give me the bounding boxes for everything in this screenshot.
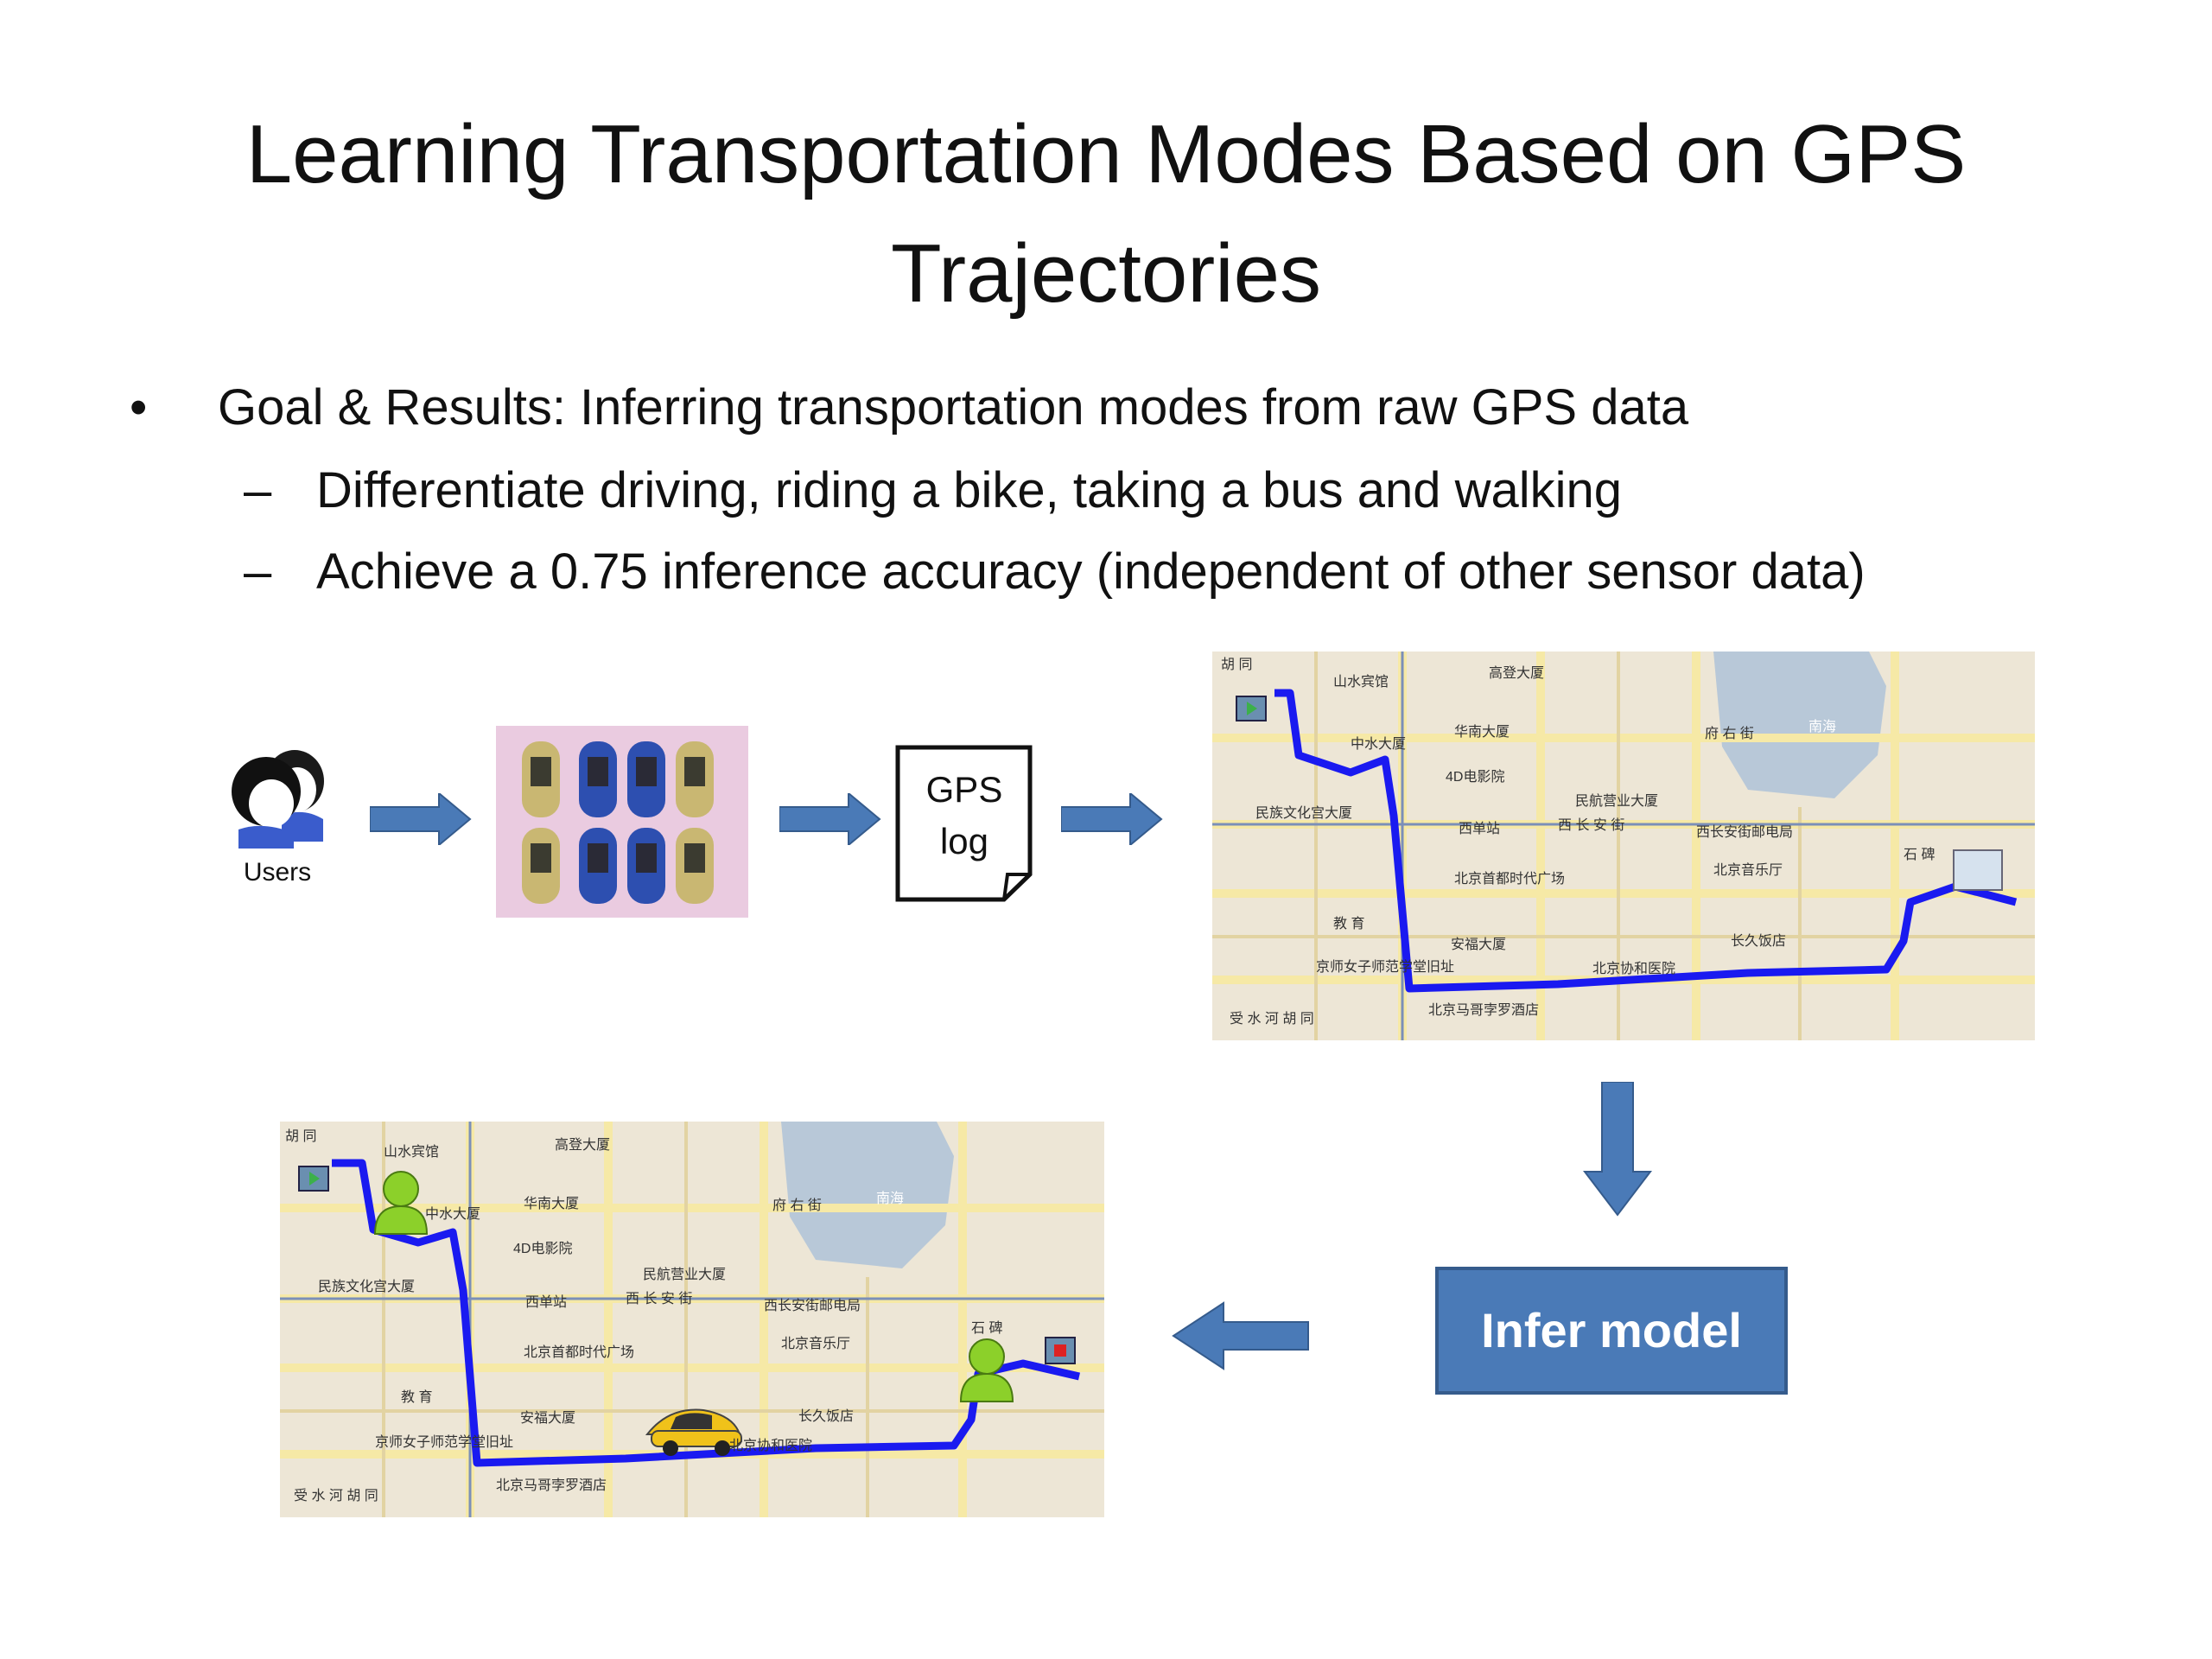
title-line-2: Trajectories: [891, 227, 1321, 320]
map-label-5: 4D电影院: [1446, 769, 1504, 785]
map2-label-17: 北京协和医院: [729, 1438, 812, 1453]
map2-label-12: 北京首都时代广场: [524, 1344, 634, 1360]
map2-label-2: 高登大厦: [555, 1137, 610, 1153]
map2-label-23: 南海: [876, 1191, 904, 1206]
map2-label-15: 长久饭店: [798, 1408, 854, 1424]
arrow-left: [1172, 1301, 1309, 1370]
map-inferred-modes: 山水宾馆 高登大厦 华南大厦 中水大厦 4D电影院 民航营业大厦 民族文化宫大厦…: [280, 1122, 1104, 1517]
map2-label-16: 京师女子师范学堂旧址: [375, 1433, 513, 1450]
users-label: Users: [243, 858, 312, 887]
map2-label-9: 西 长 安 街: [626, 1291, 692, 1306]
map2-label-5: 4D电影院: [513, 1241, 572, 1256]
infer-model-box: Infer model: [1435, 1267, 1788, 1395]
map-label-20: 胡 同: [1221, 657, 1252, 672]
map-label-19: 受 水 河 胡 同: [1230, 1011, 1314, 1027]
sub-bullet-dash-1: –: [244, 462, 272, 518]
map-label-6: 民航营业大厦: [1575, 793, 1658, 809]
map-raw-trajectory: 山水宾馆 高登大厦 华南大厦 中水大厦 4D电影院 民航营业大厦 民族文化宫大厦…: [1212, 652, 2035, 1040]
bullet-dot: •: [130, 379, 148, 435]
map-label-15: 长久饭店: [1731, 933, 1786, 949]
gps-log-line-2: log: [939, 821, 989, 861]
map2-label-11: 北京音乐厅: [781, 1336, 850, 1351]
map2-label-3: 华南大厦: [524, 1196, 579, 1211]
map-label-8: 西单站: [1459, 821, 1500, 836]
map2-label-4: 中水大厦: [425, 1206, 480, 1222]
walk-person-icon-2: [959, 1338, 1014, 1402]
gps-devices-image: [496, 726, 748, 918]
map2-label-10: 西长安街邮电局: [764, 1298, 861, 1313]
arrow-right-3: [1061, 793, 1163, 845]
title-line-1: Learning Transportation Modes Based on G…: [245, 108, 1967, 200]
map2-label-6: 民航营业大厦: [643, 1267, 726, 1282]
map2-label-8: 西单站: [525, 1294, 567, 1310]
map-label-4: 中水大厦: [1351, 736, 1406, 752]
map-label-2: 高登大厦: [1489, 665, 1544, 681]
map-label-12: 北京首都时代广场: [1454, 871, 1565, 887]
map-label-1: 山水宾馆: [1333, 674, 1389, 690]
map-label-16: 京师女子师范学堂旧址: [1316, 958, 1454, 975]
map2-label-13: 教 育: [401, 1389, 432, 1405]
arrow-down: [1583, 1082, 1652, 1217]
arrow-right-1: [370, 793, 472, 845]
map-label-22: 石 碑: [1904, 847, 1935, 862]
gps-log-line-1: GPS: [925, 769, 1003, 810]
map2-label-22: 石 碑: [971, 1320, 1002, 1336]
map2-label-19: 受 水 河 胡 同: [294, 1488, 378, 1503]
map-label-7: 民族文化宫大厦: [1255, 805, 1352, 821]
map-label-17: 北京协和医院: [1592, 961, 1675, 976]
map-label-10: 西长安街邮电局: [1696, 824, 1793, 840]
map-label-11: 北京音乐厅: [1713, 862, 1783, 878]
walk-person-icon-1: [373, 1171, 429, 1235]
gps-log-document-icon: GPS log: [895, 745, 1033, 902]
map2-label-21: 府 右 街: [772, 1198, 822, 1213]
map-label-14: 安福大厦: [1451, 937, 1506, 952]
sub-bullet-2: Achieve a 0.75 inference accuracy (indep…: [316, 543, 1866, 600]
map-label-21: 府 右 街: [1705, 726, 1754, 741]
map-label-18: 北京马哥孛罗酒店: [1428, 1002, 1539, 1018]
map-label-23: 南海: [1808, 719, 1836, 734]
car-icon: [645, 1408, 742, 1456]
arrow-right-2: [779, 793, 881, 845]
bullet-main: Goal & Results: Inferring transportation…: [218, 379, 1689, 435]
slide-title: Learning Transportation Modes Based on G…: [0, 95, 2212, 334]
map2-label-18: 北京马哥孛罗酒店: [496, 1478, 607, 1493]
users-icon: Users: [221, 747, 334, 887]
sub-bullet-dash-2: –: [244, 543, 272, 600]
map-label-9: 西 长 安 街: [1558, 817, 1624, 833]
map2-label-1: 山水宾馆: [384, 1144, 439, 1160]
sub-bullet-1: Differentiate driving, riding a bike, ta…: [316, 462, 1623, 518]
map-label-3: 华南大厦: [1454, 724, 1510, 740]
map2-label-14: 安福大厦: [520, 1410, 575, 1426]
map-label-13: 教 育: [1333, 916, 1364, 931]
map2-label-7: 民族文化宫大厦: [318, 1279, 415, 1294]
map2-label-20: 胡 同: [285, 1128, 316, 1144]
